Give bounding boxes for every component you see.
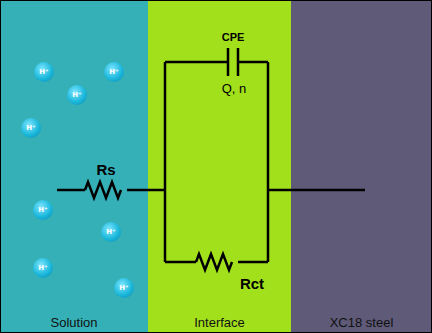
region-label: XC18 steel <box>330 315 394 330</box>
parameter-label: Q, n <box>222 81 247 96</box>
resistor-symbol <box>85 182 121 198</box>
ion-label: H⁺ <box>106 228 116 236</box>
resistor-label: Rs <box>96 161 115 178</box>
ion-circle: H⁺ <box>33 200 53 220</box>
solution-band: Solution H⁺ H⁺ H⁺ H⁺ H⁺ H⁺ H⁺ H⁺ <box>0 0 148 333</box>
ion-label: H⁺ <box>39 68 49 76</box>
resistor-label: Rct <box>240 275 264 292</box>
wire <box>165 61 228 64</box>
wire <box>268 189 365 192</box>
ion-label: H⁺ <box>26 124 36 132</box>
ion-circle: H⁺ <box>33 258 53 278</box>
ion-circle: H⁺ <box>67 85 87 105</box>
region-label: Interface <box>194 315 245 330</box>
ion-label: H⁺ <box>119 284 129 292</box>
ion-label: H⁺ <box>38 264 48 272</box>
component-label: CPE <box>222 31 245 43</box>
ion-circle: H⁺ <box>21 118 41 138</box>
resistor-symbol <box>196 254 232 270</box>
interface-band: Interface <box>148 0 291 333</box>
steel-band: XC18 steel <box>291 0 432 333</box>
wire <box>57 189 85 192</box>
ion-circle: H⁺ <box>114 278 134 298</box>
wire <box>267 62 270 262</box>
wire <box>238 261 268 264</box>
wire <box>238 61 268 64</box>
ion-circle: H⁺ <box>101 222 121 242</box>
ion-circle: H⁺ <box>34 62 54 82</box>
wire <box>164 62 167 262</box>
region-label: Solution <box>51 315 98 330</box>
wire <box>165 261 196 264</box>
wire <box>127 189 165 192</box>
ion-label: H⁺ <box>109 68 119 76</box>
ion-circle: H⁺ <box>104 62 124 82</box>
ion-label: H⁺ <box>72 91 82 99</box>
ion-label: H⁺ <box>38 206 48 214</box>
capacitor-symbol <box>228 48 238 76</box>
